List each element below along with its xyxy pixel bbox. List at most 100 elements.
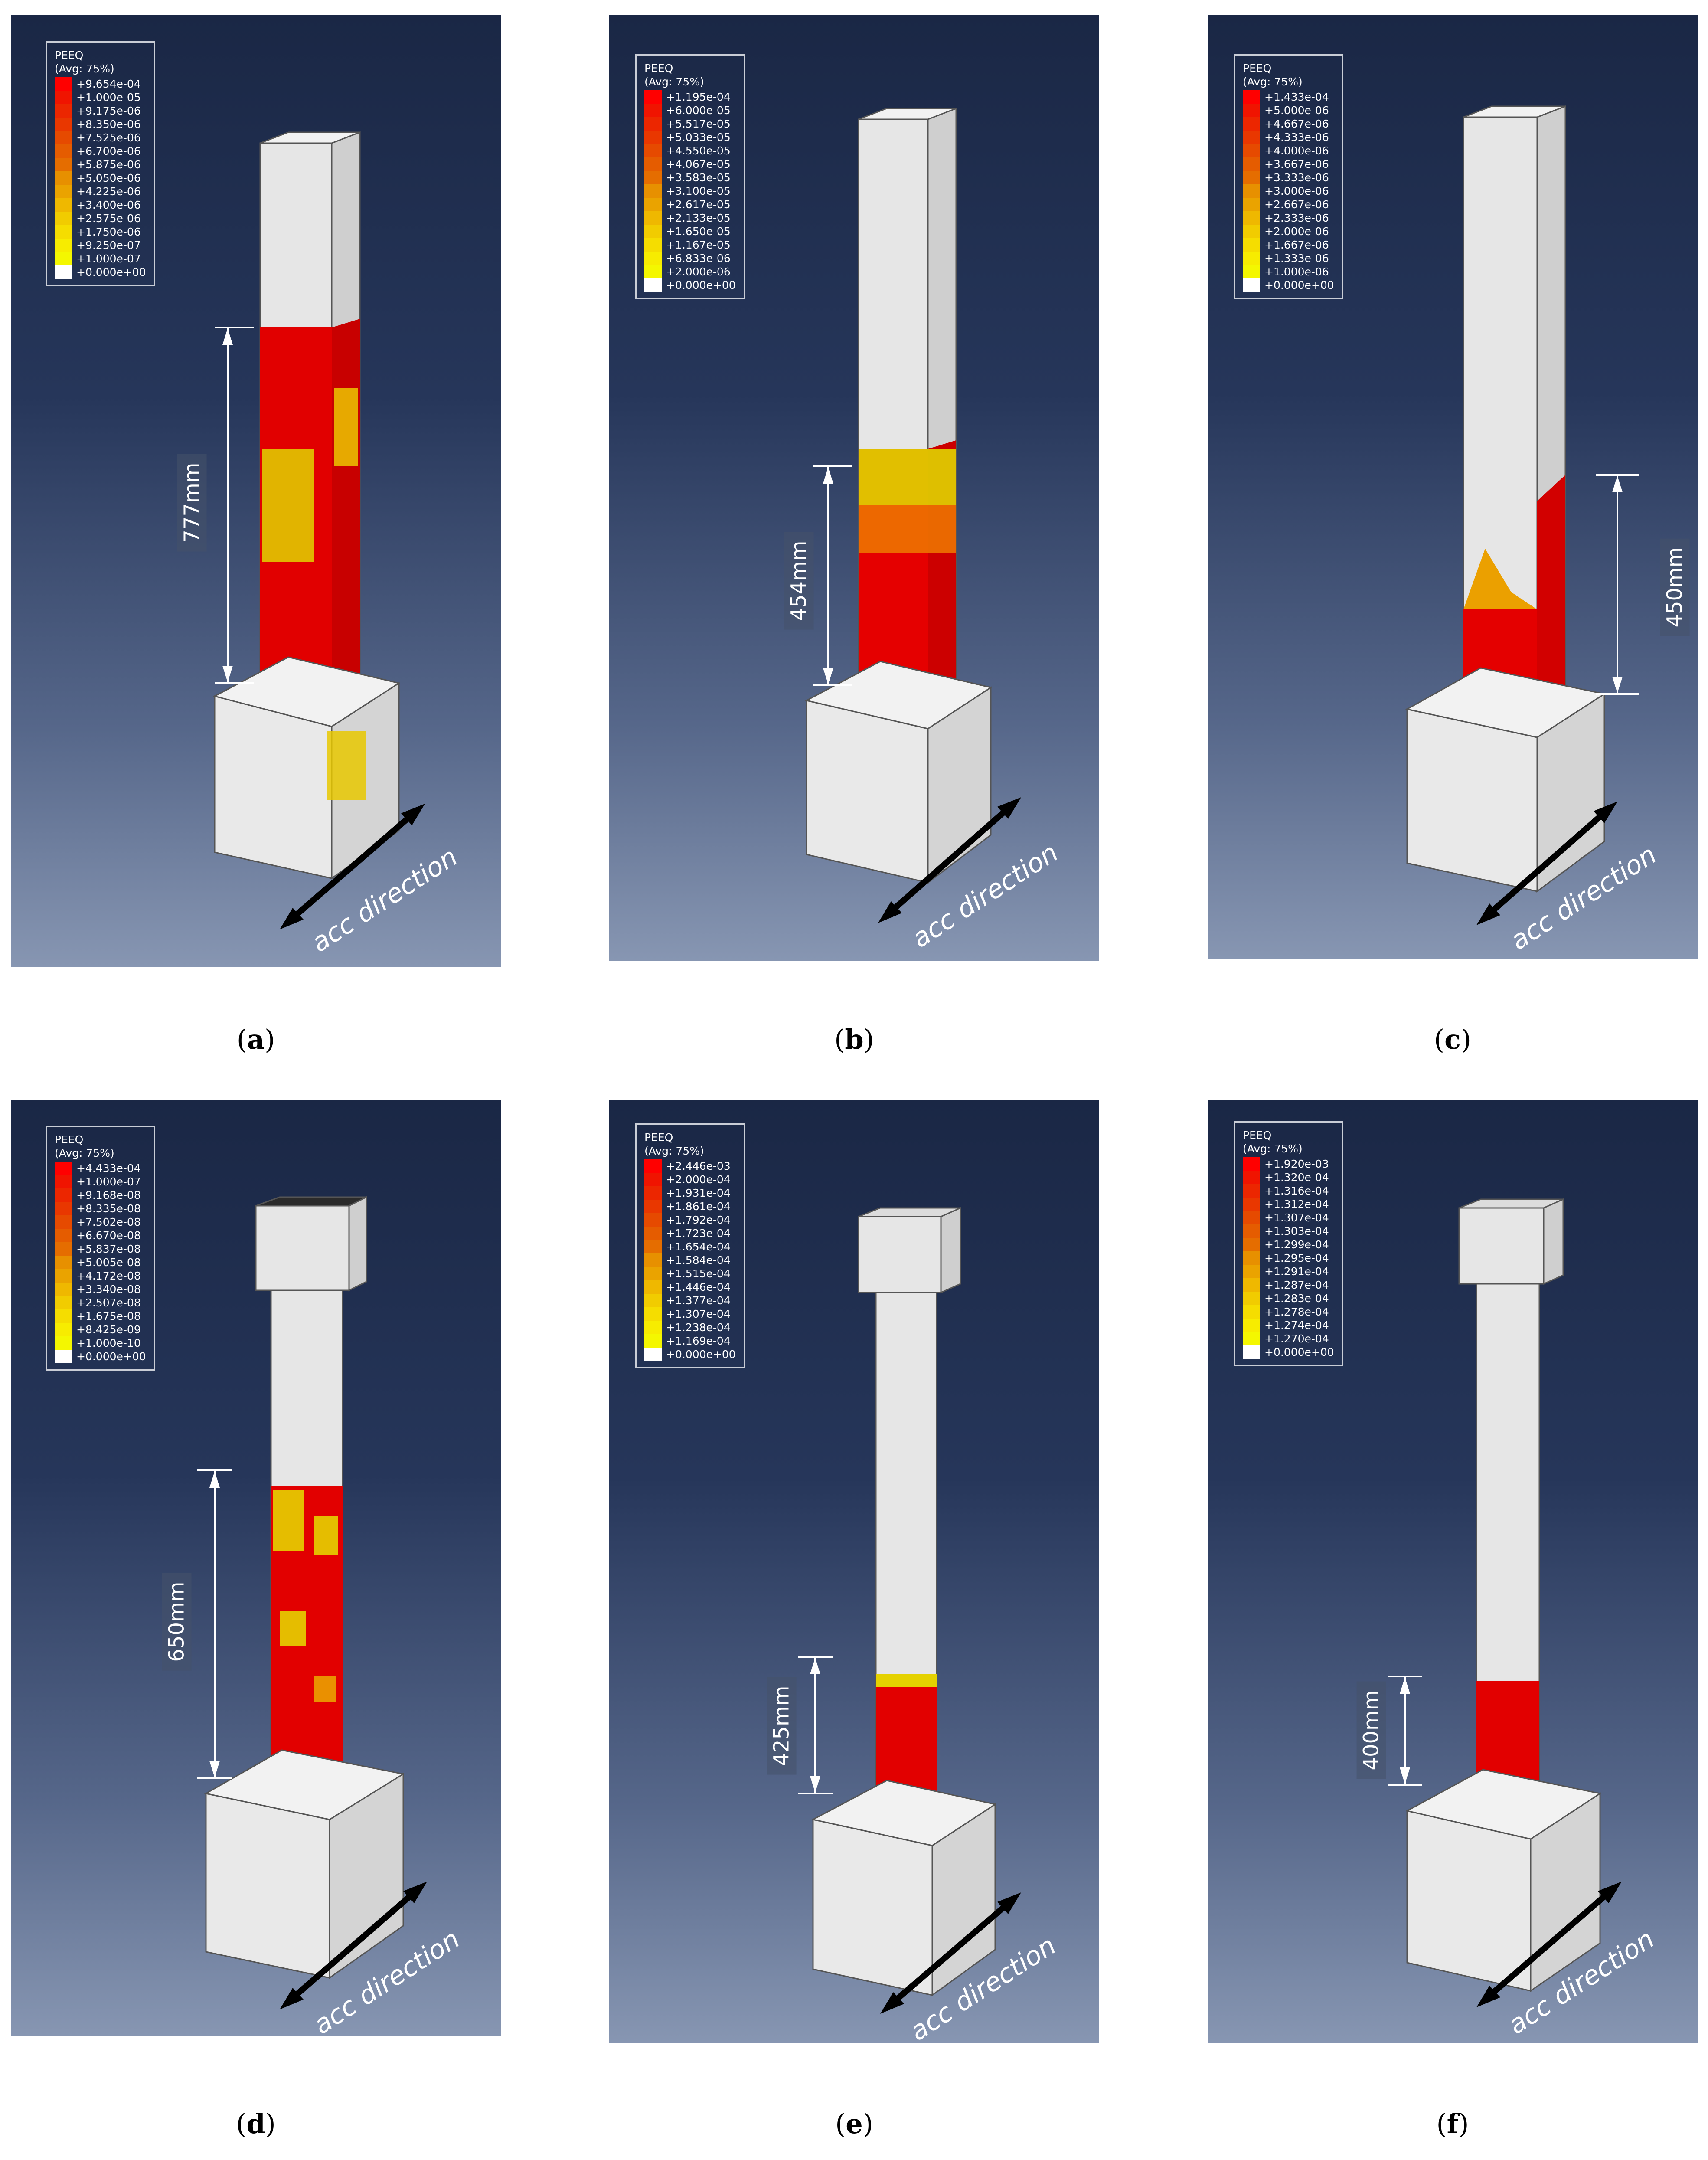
legend-swatch [1243,1305,1260,1319]
legend-swatch [644,1280,662,1294]
dimension-label-b: 454mm [784,532,814,630]
legend-value: +4.333e-06 [1264,131,1329,144]
legend-value: +5.837e-08 [76,1243,141,1255]
legend-swatch [55,1229,72,1242]
legend-swatch [1243,131,1260,144]
legend-swatch [55,239,72,252]
legend-swatch [55,1283,72,1296]
legend-value: +1.320e-04 [1264,1171,1329,1184]
legend-value: +4.550e-05 [666,144,731,157]
legend-swatch [644,1334,662,1348]
legend-value: +9.175e-06 [76,105,141,117]
legend-swatch [55,118,72,131]
legend-swatch [1243,1332,1260,1345]
legend-swatch [644,1267,662,1280]
legend-value: +7.525e-06 [76,131,141,144]
legend-colorbar-c [1243,90,1260,292]
legend-value: +0.000e+00 [1264,279,1334,291]
column-model-c [1405,105,1639,925]
legend-swatch [55,1202,72,1215]
legend-swatch [1243,1238,1260,1251]
legend-value: +1.312e-04 [1264,1198,1329,1211]
legend-value: +1.307e-04 [666,1308,731,1320]
legend-swatch [1243,1198,1260,1211]
legend-value: +3.400e-06 [76,199,141,211]
legend-swatch [1243,90,1260,104]
legend-swatch [55,212,72,225]
legend-swatch [55,252,72,265]
column-model-e [798,1207,1021,2014]
legend-swatch [644,278,662,292]
legend-value: +1.584e-04 [666,1254,731,1267]
caption-a: (a) [236,1024,275,1055]
legend-swatch [55,104,72,118]
legend-value: +1.316e-04 [1264,1185,1329,1197]
legend-swatch [1243,252,1260,265]
legend-swatch [55,77,72,91]
legend-value: +6.000e-05 [666,104,731,117]
legend-colorbar-d [55,1162,72,1363]
legend-swatch [1243,157,1260,171]
legend-value: +1.167e-05 [666,239,731,251]
legend-title-f: PEEQ [1243,1129,1272,1142]
legend-value: +1.377e-04 [666,1294,731,1307]
legend-value: +6.670e-08 [76,1229,141,1242]
legend-swatch [644,1240,662,1253]
legend-swatch [55,1323,72,1336]
column-model-d [197,1196,427,2009]
legend-value: +4.000e-06 [1264,144,1329,157]
legend-swatch [644,1186,662,1200]
legend-swatch [55,91,72,104]
legend-swatch [1243,1251,1260,1265]
legend-value: +5.033e-05 [666,131,731,144]
dimension-label-d: 650mm [162,1573,192,1671]
legend-value: +6.833e-06 [666,252,731,265]
legend-value: +3.333e-06 [1264,171,1329,184]
dimension-label-c: 450mm [1660,538,1690,636]
legend-value: +3.340e-08 [76,1283,141,1296]
legend-swatch [644,265,662,278]
column-model-f [1388,1198,1622,2007]
legend-swatch [55,144,72,158]
legend-swatch [644,238,662,252]
caption-e: (e) [835,2108,873,2140]
legend-swatch [1243,1265,1260,1278]
legend-swatch [1243,1157,1260,1171]
legend-value: +1.654e-04 [666,1240,731,1253]
legend-subtitle-a: (Avg: 75%) [55,62,114,75]
legend-swatch [55,1309,72,1323]
legend-value: +1.750e-06 [76,226,141,238]
legend-value: +8.335e-08 [76,1202,141,1215]
legend-value: +0.000e+00 [1264,1346,1334,1358]
legend-swatch [644,1227,662,1240]
legend-swatch [1243,104,1260,117]
legend-swatch [1243,1224,1260,1238]
legend-subtitle-b: (Avg: 75%) [644,75,704,88]
legend-value: +0.000e+00 [666,1348,736,1361]
legend-value: +4.067e-05 [666,158,731,170]
legend-swatch [55,1188,72,1202]
legend-value: +1.446e-04 [666,1281,731,1293]
legend-swatch [55,131,72,144]
legend-title-a: PEEQ [55,49,84,62]
legend-value: +1.861e-04 [666,1200,731,1213]
legend-value: +2.133e-05 [666,212,731,224]
legend-value: +4.433e-04 [76,1162,141,1175]
legend-colorbar-b [644,90,662,292]
legend-swatch [1243,1292,1260,1305]
legend-value: +3.583e-05 [666,171,731,184]
legend-value: +2.507e-08 [76,1296,141,1309]
legend-value: +1.000e-07 [76,1175,141,1188]
legend-title-b: PEEQ [644,62,673,75]
caption-b: (b) [834,1024,874,1055]
legend-value: +1.283e-04 [1264,1292,1329,1305]
legend-value: +1.515e-04 [666,1267,731,1280]
legend-values-e: +2.446e-03+2.000e-04+1.931e-04+1.861e-04… [666,1159,736,1361]
legend-swatch [644,198,662,211]
legend-swatch [1243,1345,1260,1359]
legend-value: +1.333e-06 [1264,252,1329,265]
panel-a: PEEQ (Avg: 75%) +9.654e-04+1.000e-05+9.1… [11,15,501,967]
caption-d: (d) [236,2108,276,2140]
legend-swatch [1243,1319,1260,1332]
legend-value: +1.667e-06 [1264,239,1329,251]
